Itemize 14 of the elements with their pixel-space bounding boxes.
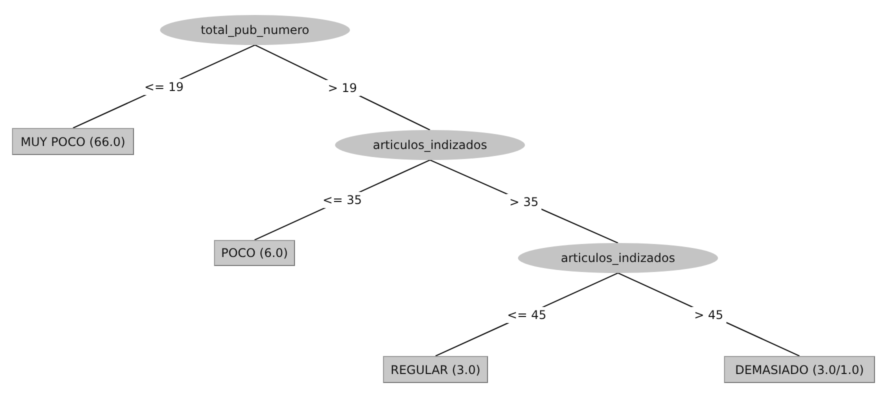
leaf-box	[214, 240, 295, 266]
class-label: DEMASIADO (3.0/1.0)	[735, 362, 864, 376]
leaf-box	[12, 128, 134, 155]
edge-label: > 35	[506, 194, 542, 210]
class-label: MUY POCO (66.0)	[20, 134, 126, 148]
leaf-box	[724, 356, 875, 383]
attribute-name: total_pub_numero	[200, 23, 310, 37]
edge-label: > 45	[691, 306, 726, 322]
edge-label: > 19	[324, 80, 360, 96]
attribute-name: articulos_indizados	[372, 138, 488, 152]
attribute-name: articulos_indizados	[560, 251, 676, 265]
class-label: REGULAR (3.0)	[390, 362, 480, 376]
leaf-box	[383, 356, 488, 383]
class-label: POCO (6.0)	[221, 246, 288, 260]
